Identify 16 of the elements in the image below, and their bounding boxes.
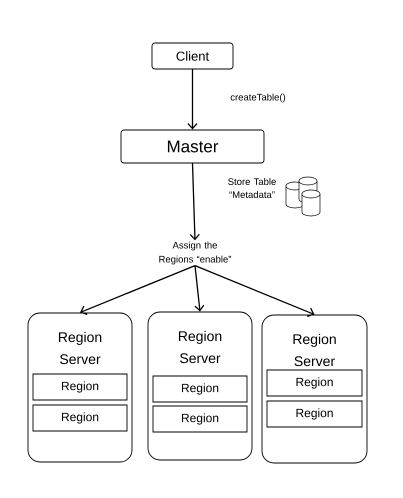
- process-box: Client: [152, 42, 234, 70]
- arrow: [190, 163, 200, 240]
- arrow: [188, 69, 198, 130]
- edge-label: createTable(): [230, 94, 286, 102]
- region-box: Region: [152, 376, 248, 402]
- arrow: [194, 266, 204, 312]
- process-box: Master: [120, 130, 264, 164]
- region-box: Region: [32, 404, 128, 432]
- edge-label: Store Table “Metadata”: [228, 178, 276, 198]
- region-box: Region: [152, 406, 248, 432]
- arrow: [194, 265, 314, 318]
- region-box: Region: [266, 400, 362, 428]
- arrow: [80, 265, 196, 316]
- region-box: Region: [266, 370, 362, 396]
- step-text: Assign the Regions “enable”: [159, 242, 232, 264]
- region-box: Region: [32, 374, 128, 400]
